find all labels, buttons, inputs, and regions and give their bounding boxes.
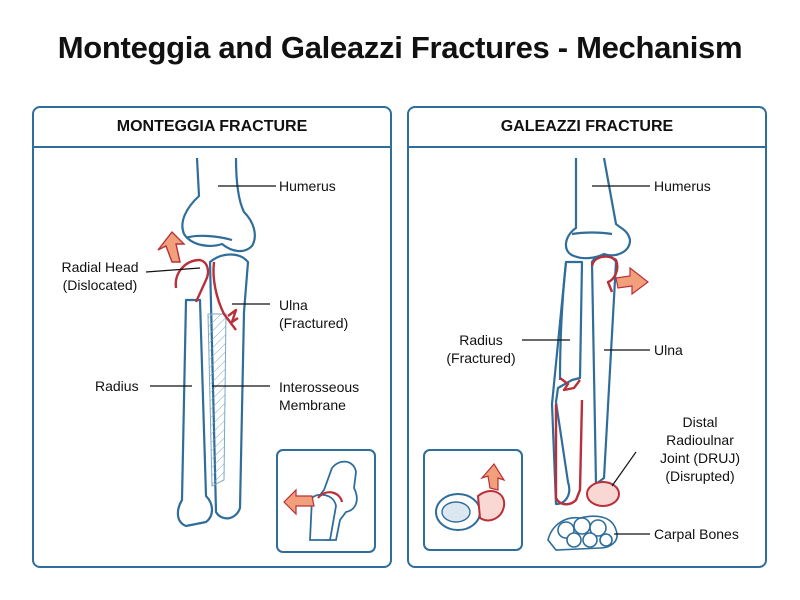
membrane-line1: Interosseous [279,379,360,395]
druj-line1: Distal [682,414,718,430]
druj-line4: (Disrupted) [665,468,735,484]
galeazzi-radius-line2: (Fractured) [446,350,516,366]
galeazzi-inset [423,449,523,551]
ulna-line2: (Fractured) [279,315,349,331]
galeazzi-carpal-label: Carpal Bones [654,526,739,542]
galeazzi-radius [550,260,584,506]
galeazzi-humerus [564,157,632,260]
galeazzi-humerus-label: Humerus [654,178,711,194]
monteggia-ulna-label: Ulna (Fractured) [279,296,348,332]
monteggia-inset [276,449,376,553]
radial-head-line2: (Dislocated) [62,277,138,293]
radial-head-line1: Radial Head [61,259,139,275]
monteggia-humerus-label: Humerus [279,178,336,194]
galeazzi-carpals [547,515,618,551]
druj-line3: Joint (DRUJ) [659,450,741,466]
galeazzi-druj [586,481,620,507]
galeazzi-ulna-top [590,255,619,293]
diagram-title: Monteggia and Galeazzi Fractures - Mecha… [57,30,743,65]
monteggia-membrane-label: Interosseous Membrane [279,378,359,414]
galeazzi-radius-fracture [554,377,584,506]
galeazzi-arrow [615,266,649,296]
galeazzi-ulna-label: Ulna [654,342,683,358]
galeazzi-radius-label: Radius (Fractured) [436,331,526,367]
monteggia-radius [176,298,214,528]
monteggia-leaders [145,185,276,387]
ulna-line1: Ulna [279,297,308,313]
monteggia-radial-head [174,258,239,331]
monteggia-radial-head-label: Radial Head (Dislocated) [52,258,148,294]
monteggia-humerus [181,157,256,253]
membrane-line2: Membrane [279,397,346,413]
druj-line2: Radioulnar [666,432,734,448]
galeazzi-druj-label: Distal Radioulnar Joint (DRUJ) (Disrupte… [640,413,760,485]
monteggia-membrane [207,313,227,487]
galeazzi-leaders [522,185,650,535]
monteggia-radius-label: Radius [95,378,139,394]
galeazzi-radius-line1: Radius [459,332,503,348]
monteggia-header: MONTEGGIA FRACTURE [34,108,390,148]
galeazzi-header: GALEAZZI FRACTURE [409,108,765,148]
monteggia-arrow [157,230,186,263]
